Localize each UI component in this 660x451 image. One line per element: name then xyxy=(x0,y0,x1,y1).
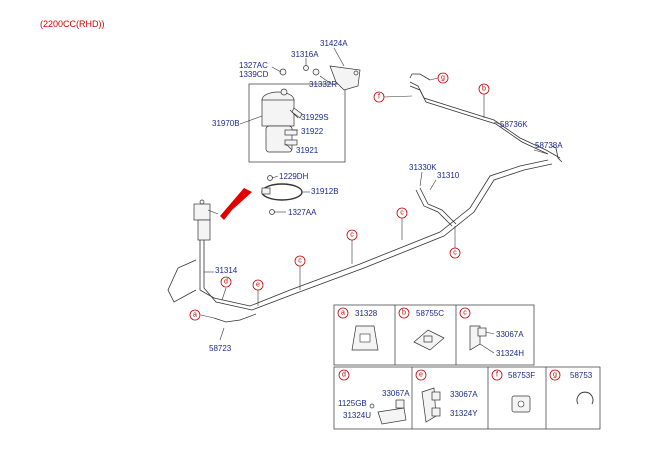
label-31332r: 31332R xyxy=(309,80,337,89)
legend-letter-c: c xyxy=(463,310,467,317)
legend-part-58753f: 58753F xyxy=(508,371,535,380)
svg-text:e: e xyxy=(256,282,260,289)
legend-letter-f: f xyxy=(496,372,498,379)
legend-letter-d: d xyxy=(342,372,346,379)
legend-letter-a: a xyxy=(341,310,345,317)
svg-text:a: a xyxy=(193,312,197,319)
legend-part-31324h: 31324H xyxy=(496,349,524,358)
label-31970b: 31970B xyxy=(212,119,240,128)
legend-cell-c: c 33067A 31324H xyxy=(459,307,524,358)
label-31310: 31310 xyxy=(437,171,460,180)
legend-part-33067a-c: 33067A xyxy=(496,330,524,339)
legend-part-58753: 58753 xyxy=(570,371,593,380)
legend-part-33067a-e: 33067A xyxy=(450,390,478,399)
label-31424a: 31424A xyxy=(320,39,348,48)
label-31316a: 31316A xyxy=(291,50,319,59)
svg-text:c: c xyxy=(350,232,354,239)
label-1339cd: 1339CD xyxy=(239,70,269,79)
label-31912b: 31912B xyxy=(311,187,339,196)
legend-cell-b: b 58755C xyxy=(398,307,445,351)
label-1229dh: 1229DH xyxy=(279,172,309,181)
callout-e: e xyxy=(252,279,264,306)
svg-text:f: f xyxy=(378,94,380,101)
legend-part-1125gb: 1125GB xyxy=(338,399,367,408)
left-filter-unit-drawing xyxy=(193,199,219,241)
label-31922: 31922 xyxy=(301,127,324,136)
label-58736k: 58736K xyxy=(500,120,528,129)
legend-letter-g: g xyxy=(553,372,557,379)
callout-c2: c xyxy=(346,229,358,264)
svg-text:d: d xyxy=(224,279,228,286)
svg-text:c: c xyxy=(453,250,457,257)
label-31330k: 31330K xyxy=(409,163,437,172)
legend-part-58755c: 58755C xyxy=(416,309,444,318)
legend-part-31324u: 31324U xyxy=(343,411,371,420)
svg-text:c: c xyxy=(298,258,302,265)
label-58738a: 58738A xyxy=(535,141,563,150)
callout-d: d xyxy=(220,276,232,301)
label-31921: 31921 xyxy=(296,146,319,155)
engine-variant-label: (2200CC(RHD)) xyxy=(40,19,105,29)
fuel-pipes xyxy=(167,73,563,323)
legend-cell-d: d 33067A 1125GB 31324U xyxy=(338,369,410,425)
callout-g: g xyxy=(429,72,449,84)
legend-cell-g: g 58753 xyxy=(549,369,594,405)
fuel-filter-drawing xyxy=(261,88,303,153)
legend-letter-b: b xyxy=(402,310,406,317)
svg-text:c: c xyxy=(400,210,404,217)
red-arrow-icon xyxy=(220,188,252,220)
callout-b: b xyxy=(478,83,490,118)
legend-part-33067a-d: 33067A xyxy=(382,389,410,398)
callout-c1: c xyxy=(294,255,306,290)
label-31929s: 31929S xyxy=(301,113,329,122)
callout-c4: c xyxy=(449,226,461,259)
callout-f: f xyxy=(373,91,413,103)
legend-part-31328: 31328 xyxy=(355,309,378,318)
legend-cell-f: f 58753F xyxy=(491,369,535,413)
legend-cell-a: a 31328 xyxy=(337,307,379,351)
callout-a: a xyxy=(189,309,215,321)
top-bolts-drawing xyxy=(279,65,361,91)
svg-text:b: b xyxy=(482,86,486,93)
legend-letter-e: e xyxy=(419,372,423,379)
label-1327aa: 1327AA xyxy=(288,208,317,217)
svg-text:g: g xyxy=(441,75,445,82)
callout-c3: c xyxy=(396,207,408,240)
label-1327ac: 1327AC xyxy=(239,61,268,70)
label-58723: 58723 xyxy=(209,344,232,353)
legend-cell-e: e 33067A 31324Y xyxy=(415,369,478,423)
label-31314: 31314 xyxy=(215,266,238,275)
legend-part-31324y: 31324Y xyxy=(450,409,478,418)
